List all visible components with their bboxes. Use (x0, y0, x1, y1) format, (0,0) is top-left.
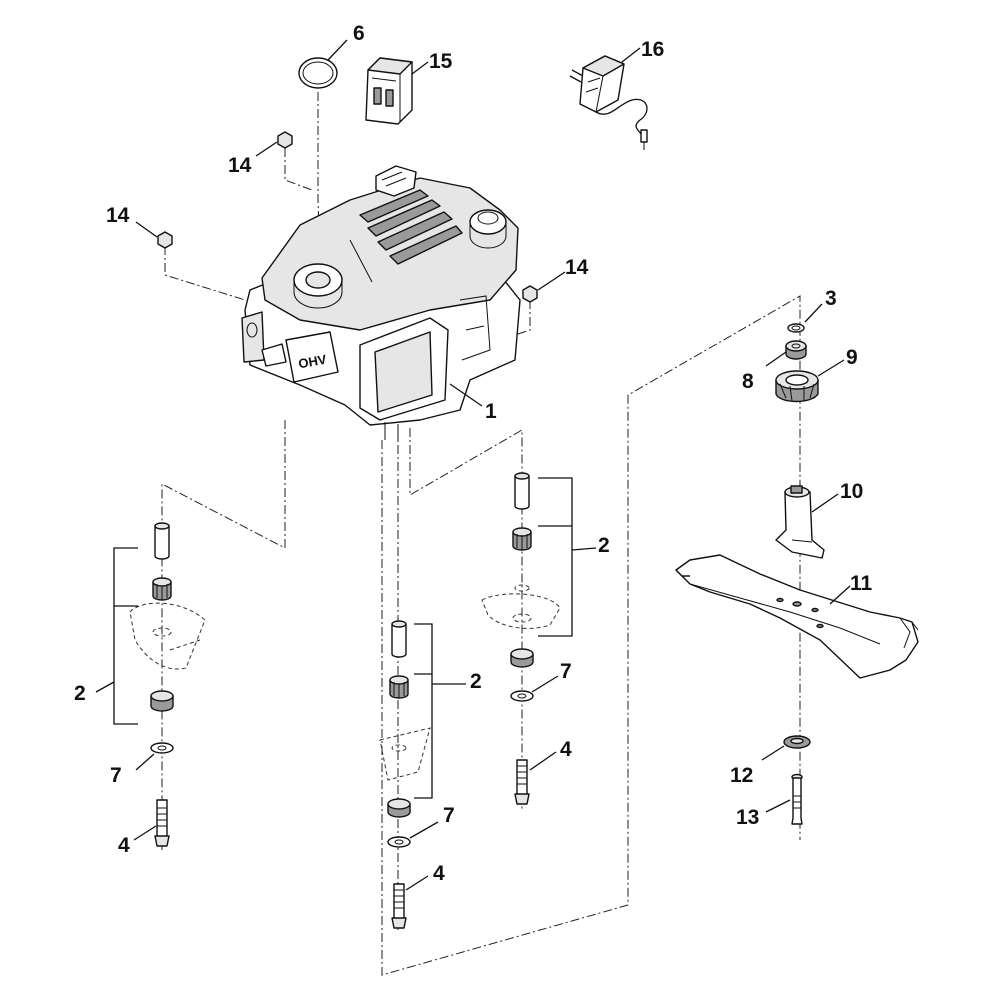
bracket-right (538, 477, 573, 637)
callout-16: 16 (641, 38, 664, 61)
callout-10: 10 (840, 480, 863, 503)
sleeve-left (154, 522, 170, 560)
nut-14-right (522, 285, 538, 303)
callout-4-right: 4 (560, 738, 572, 761)
deck-ghost-middle (379, 727, 431, 781)
washer-left (150, 742, 174, 754)
callout-7-middle: 7 (443, 804, 455, 827)
washer-middle (387, 836, 411, 848)
callout-4-middle: 4 (433, 862, 445, 885)
callout-14-left: 14 (106, 204, 130, 227)
engine-icon: OHV (241, 165, 521, 442)
callout-11: 11 (850, 572, 873, 595)
cooling-vents (349, 189, 463, 283)
callout-2-right: 2 (598, 534, 610, 557)
callout-8: 8 (742, 370, 754, 393)
bracket-middle (414, 623, 433, 799)
engine-label: OHV (297, 352, 328, 372)
lower-buffer-right (510, 648, 534, 668)
callout-2-left: 2 (74, 682, 86, 705)
blade-adapter-part-10 (775, 485, 825, 559)
callout-7-right: 7 (560, 660, 572, 683)
charger-icon (569, 55, 648, 150)
lower-buffer-left (150, 690, 174, 712)
callout-14-right: 14 (565, 256, 589, 279)
nut-14-left (157, 231, 173, 249)
bolt-left (154, 799, 170, 847)
callout-3: 3 (825, 287, 837, 310)
bolt-middle (391, 883, 407, 929)
callout-13: 13 (736, 806, 759, 829)
callout-4-left: 4 (118, 834, 130, 857)
washer-right (510, 690, 534, 702)
blade-icon (675, 554, 919, 679)
fan-wheel-part-9 (775, 370, 819, 403)
circlip-part-3 (787, 323, 805, 333)
callout-6: 6 (353, 22, 365, 45)
callout-14-top: 14 (228, 154, 252, 177)
battery-pack-icon (365, 57, 413, 125)
sleeve-right (514, 472, 530, 510)
callout-2-middle: 2 (470, 670, 482, 693)
bolt-right (514, 759, 530, 805)
seal-ring-part-6 (298, 57, 338, 89)
callouts: 6 15 16 14 14 14 1 3 8 9 10 11 12 13 2 2 (74, 22, 873, 891)
callout-12: 12 (730, 764, 753, 787)
callout-9: 9 (846, 346, 858, 369)
lower-buffer-middle (387, 798, 411, 818)
nut-14-top (277, 131, 293, 149)
deck-ghost-right (481, 584, 561, 629)
sleeve-middle (391, 620, 407, 658)
upper-buffer-right (512, 527, 532, 551)
blade-bolt-part-13 (791, 773, 803, 825)
callout-7-left: 7 (110, 764, 122, 787)
upper-buffer-middle (389, 675, 409, 699)
deck-ghost-left (129, 602, 206, 670)
bracket-left (113, 547, 138, 725)
callout-1: 1 (485, 400, 497, 423)
callout-15: 15 (429, 50, 453, 73)
bearing-part-8 (785, 340, 807, 360)
upper-buffer-left (152, 577, 172, 601)
cup-washer-part-12 (783, 735, 811, 749)
